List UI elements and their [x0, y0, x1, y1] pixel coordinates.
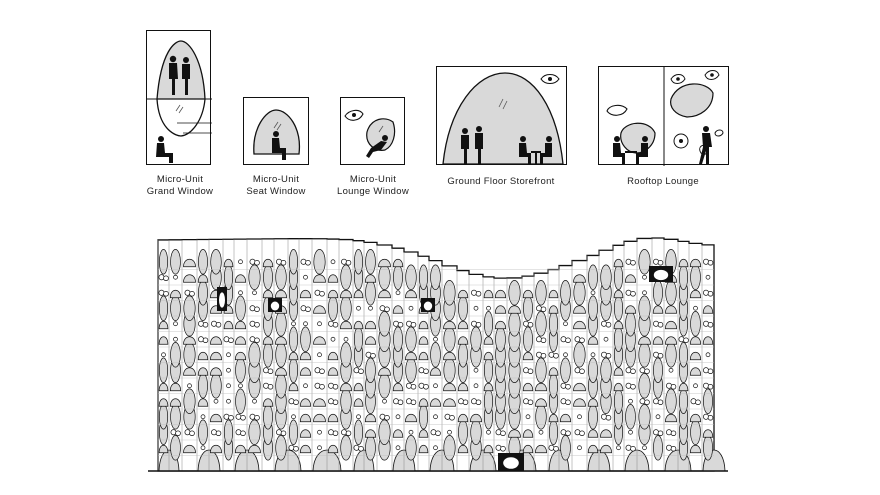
lounge-window-drawing — [344, 109, 396, 158]
label-rooftop-lounge: Rooftop Lounge — [627, 176, 699, 187]
label-storefront: Ground Floor Storefront — [447, 176, 555, 187]
seat-window-drawing — [253, 109, 301, 160]
person-icon — [272, 131, 286, 160]
rooftop-lounge-panel — [598, 66, 729, 166]
seat-window-panel — [243, 97, 309, 165]
rooftop-lounge-drawing — [606, 67, 724, 166]
person-icon — [169, 55, 190, 95]
storefront-panel — [436, 66, 567, 165]
grand-window-panel — [146, 30, 212, 165]
person-icon — [613, 126, 712, 164]
person-icon — [366, 135, 388, 158]
person-icon — [461, 126, 552, 164]
storefront-drawing — [442, 72, 564, 165]
grand-window-drawing — [147, 40, 212, 163]
lounge-window-panel — [340, 97, 405, 165]
